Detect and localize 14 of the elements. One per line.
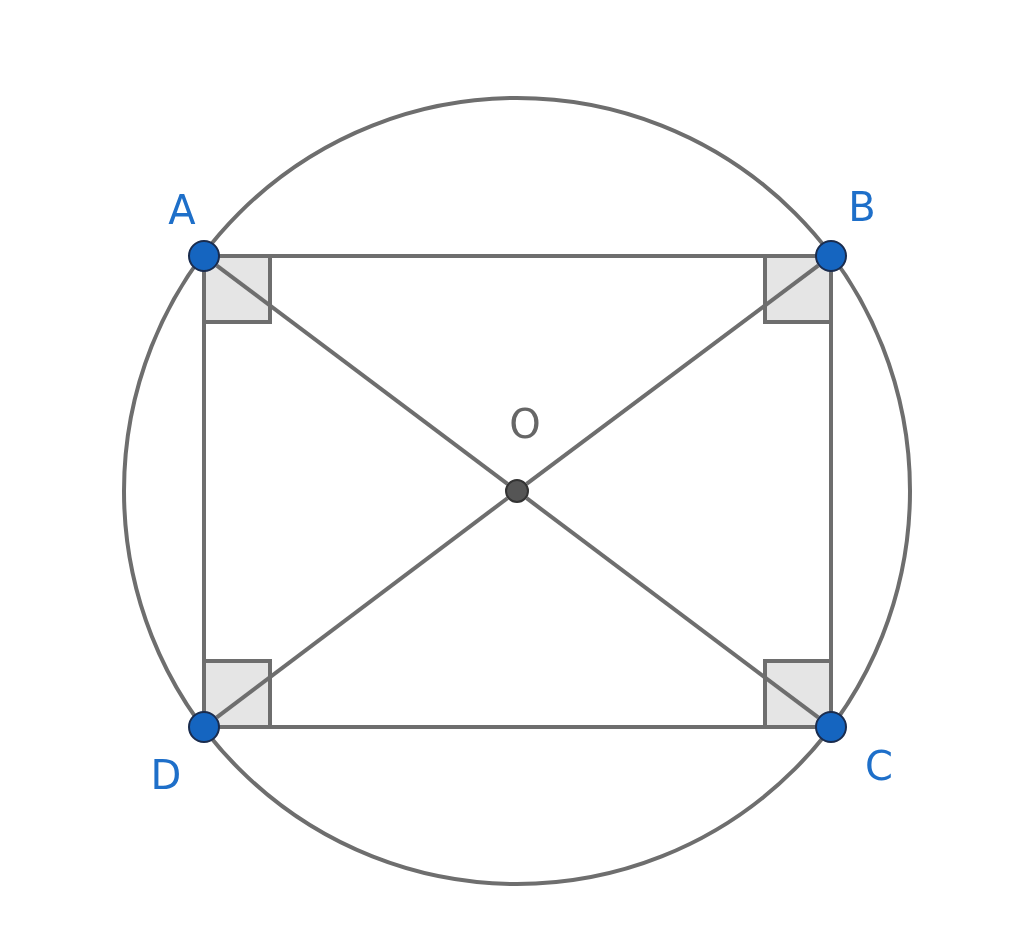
point [505,479,529,503]
point [815,711,847,743]
line-segment [215,496,509,719]
point-label: B [848,187,876,227]
line-segment [525,264,820,486]
point [188,711,220,743]
point [815,240,847,272]
point-label: C [865,746,893,786]
point-label: D [150,755,182,795]
point-label: O [509,404,541,444]
point-label: A [168,190,196,230]
line-segment [525,496,820,719]
point [188,240,220,272]
line-segment [215,264,509,486]
